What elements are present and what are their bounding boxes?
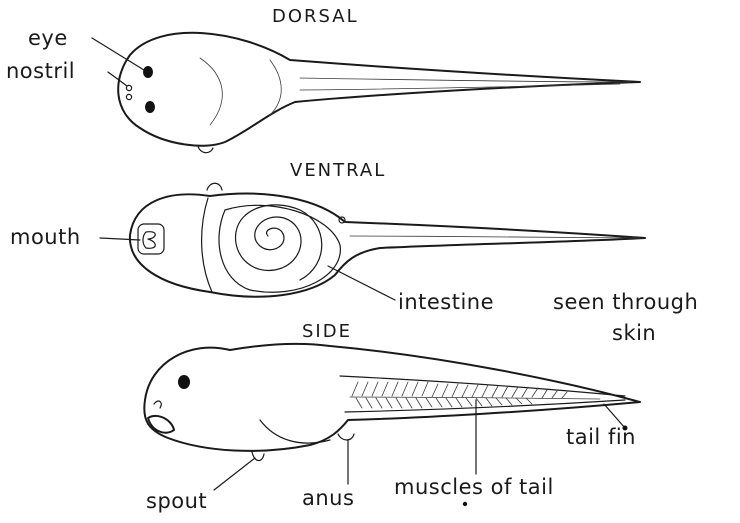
side-mouth bbox=[148, 416, 174, 433]
tail-muscle-upper bbox=[340, 376, 625, 396]
dorsal-view: DORSAL eye nostril bbox=[6, 6, 640, 153]
mouth-opening bbox=[143, 232, 155, 249]
leader-mouth bbox=[100, 238, 140, 240]
label-skin: skin bbox=[612, 321, 656, 345]
side-view: SIDE spout anus muscles of tail tail fin bbox=[144, 321, 640, 513]
dorsal-head-curve-2 bbox=[270, 60, 281, 115]
leader-spout bbox=[214, 458, 255, 490]
tail-fin-pointer-dot bbox=[623, 426, 628, 431]
ventral-view: VENTRAL mouth intestine seen through ski… bbox=[10, 160, 698, 345]
dorsal-eye-lower bbox=[145, 101, 155, 113]
ventral-view-title: VENTRAL bbox=[290, 160, 386, 181]
dorsal-view-title: DORSAL bbox=[272, 6, 359, 27]
side-eye bbox=[178, 375, 190, 389]
leader-intestine bbox=[328, 266, 395, 300]
side-view-title: SIDE bbox=[302, 321, 352, 342]
label-seen-through: seen through bbox=[553, 290, 698, 314]
dorsal-eye-upper bbox=[143, 66, 153, 78]
label-muscles-of-tail: muscles of tail bbox=[394, 475, 554, 499]
intestine-spiral bbox=[236, 205, 322, 280]
ventral-top-bump bbox=[207, 183, 222, 190]
stray-dot bbox=[463, 502, 467, 506]
dorsal-nostril-2 bbox=[126, 94, 131, 99]
ventral-body-outline bbox=[130, 194, 645, 297]
ventral-tail-axis bbox=[350, 236, 640, 238]
label-nostril: nostril bbox=[6, 59, 75, 83]
side-nostril bbox=[154, 401, 161, 408]
dorsal-base-bump bbox=[198, 146, 213, 153]
label-spout: spout bbox=[146, 489, 207, 513]
label-intestine: intestine bbox=[398, 290, 494, 314]
dorsal-head-curve bbox=[200, 58, 222, 125]
side-anus bbox=[338, 434, 354, 440]
leader-eye bbox=[92, 38, 144, 70]
dorsal-tail-axis-2 bbox=[300, 84, 620, 90]
label-eye: eye bbox=[28, 26, 68, 50]
ventral-head-line bbox=[202, 198, 212, 292]
side-belly bbox=[260, 420, 330, 443]
label-anus: anus bbox=[302, 486, 354, 510]
label-mouth: mouth bbox=[10, 225, 81, 249]
